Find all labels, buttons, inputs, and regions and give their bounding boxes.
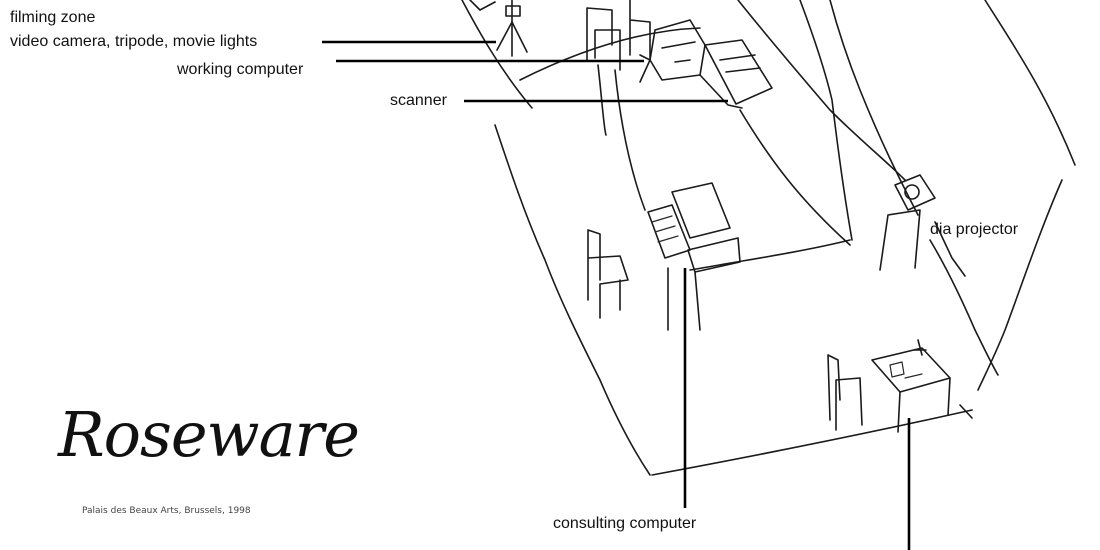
working-computer-label: working computer bbox=[177, 61, 304, 78]
consulting-computer-drawing bbox=[647, 182, 741, 331]
dia-projector-label: dia projector bbox=[930, 221, 1019, 238]
roseware-logo: Roseware bbox=[58, 398, 360, 471]
lower-desk-drawing bbox=[827, 339, 951, 433]
room-outline bbox=[461, 0, 1076, 476]
scanner-drawing bbox=[699, 39, 773, 109]
consulting-computer-label: consulting computer bbox=[553, 515, 697, 532]
scanner-label: scanner bbox=[390, 92, 447, 109]
camera-equipment-label: video camera, tripode, movie lights bbox=[10, 33, 258, 50]
video-camera-tripod-drawing bbox=[469, 0, 528, 57]
chair-mid-drawing bbox=[587, 229, 629, 319]
leader-lines bbox=[322, 40, 911, 550]
logo-caption: Palais des Beaux Arts, Brussels, 1998 bbox=[82, 506, 251, 516]
chairs-top-drawing bbox=[586, 0, 651, 71]
dia-projector-drawing bbox=[879, 174, 966, 277]
filming-zone-label: filming zone bbox=[10, 9, 96, 26]
